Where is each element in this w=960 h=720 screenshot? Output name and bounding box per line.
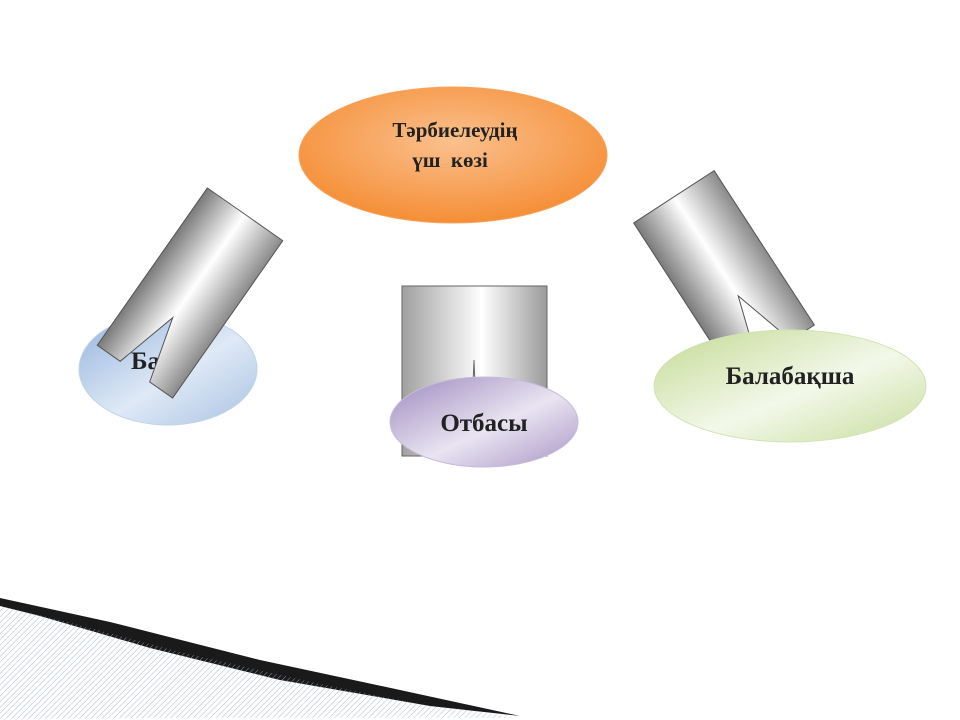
- center-title-line2: үш көзі: [412, 148, 488, 172]
- left-arrow: [96, 187, 284, 399]
- right-ellipse-label: Балабақша: [726, 363, 855, 390]
- middle-ellipse: [389, 376, 579, 468]
- center-title-line1: Тәрбиелеудің: [392, 118, 517, 142]
- middle-ellipse-label: Отбасы: [440, 410, 527, 437]
- right-ellipse: [653, 329, 927, 443]
- center-ellipse: [298, 86, 608, 224]
- corner-swoosh-decoration: [0, 598, 520, 720]
